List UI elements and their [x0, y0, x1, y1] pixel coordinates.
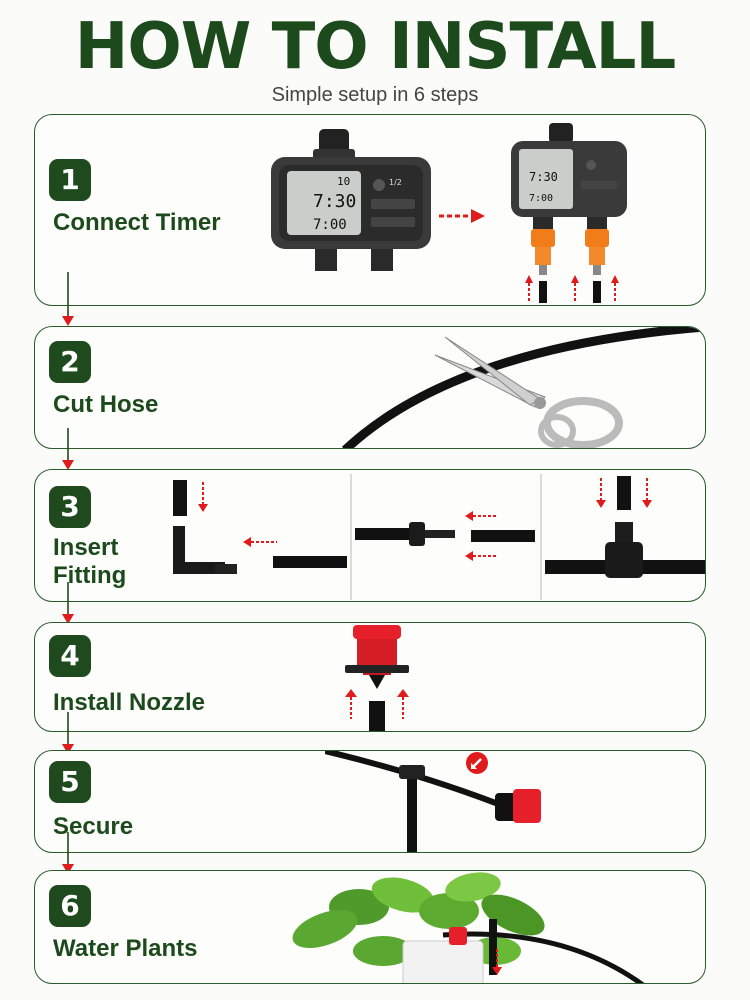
step-label: Cut Hose [53, 391, 159, 418]
svg-text:10: 10 [337, 175, 350, 188]
step-number-badge: 4 [49, 635, 91, 677]
step-number-badge: 5 [49, 761, 91, 803]
step-label: Secure [53, 813, 134, 840]
svg-text:1/2: 1/2 [389, 178, 402, 187]
step-number-badge: 2 [49, 341, 91, 383]
svg-text:7:00: 7:00 [529, 193, 553, 204]
nozzle-icon [335, 625, 445, 731]
down-arrow-icon [62, 712, 74, 756]
step-label: Fitting [53, 562, 127, 589]
connected-timer-icon: 7:30 7:00 [507, 121, 637, 305]
step-number-badge: 3 [49, 486, 91, 528]
timer-time-text: 7:30 [313, 191, 356, 212]
step-label: Insert [53, 534, 119, 561]
arrow-right-icon [437, 207, 487, 225]
step-label: Water Plants [53, 935, 198, 962]
hose-timer-icon: 7:30 7:00 10 1/2 [267, 127, 437, 277]
step-card-1: 1 Connect Timer 7:30 7:00 10 1/2 [34, 114, 706, 306]
step-card-4: 4 Install Nozzle [34, 622, 706, 732]
svg-text:7:00: 7:00 [313, 217, 347, 233]
step-card-2: 2 Cut Hose [34, 326, 706, 449]
step-label: Install Nozzle [53, 689, 206, 716]
scissors-icon [335, 327, 705, 448]
svg-text:7:30: 7:30 [529, 170, 558, 184]
tee-fitting-icon [155, 470, 705, 601]
step-label: Connect Timer [53, 209, 221, 236]
page-title: HOW TO INSTALL [74, 10, 676, 84]
stake-icon [325, 751, 555, 852]
page-subtitle: Simple setup in 6 steps [271, 84, 479, 106]
down-arrow-icon [62, 428, 74, 472]
step-number-badge: 1 [49, 159, 91, 201]
step-number-badge: 6 [49, 885, 91, 927]
down-arrow-icon [62, 832, 74, 876]
step-card-5: 5 Secure [34, 750, 706, 853]
step-card-6: 6 Water Plants [34, 870, 706, 984]
plant-icon [263, 871, 703, 983]
down-arrow-icon [62, 582, 74, 626]
step-card-3: 3 Insert Fitting [34, 469, 706, 602]
down-arrow-icon [62, 272, 74, 328]
